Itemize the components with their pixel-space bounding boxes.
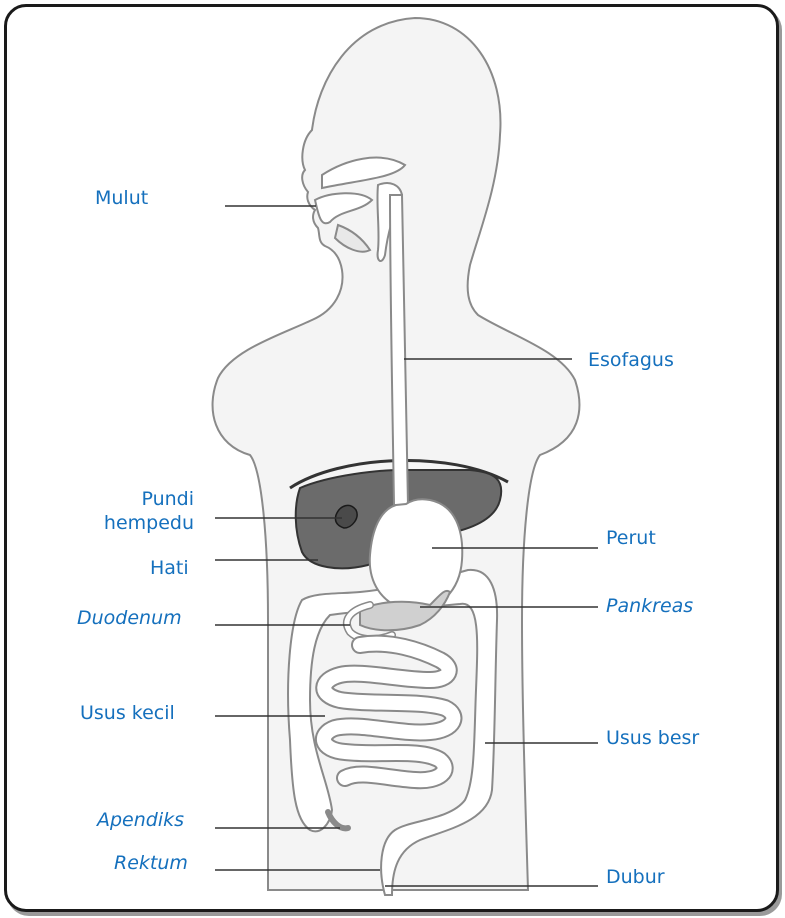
label-pundi-hempedu-line1: Pundi bbox=[80, 487, 194, 511]
label-dubur: Dubur bbox=[606, 865, 665, 889]
label-rektum: Rektum bbox=[114, 851, 188, 875]
label-mulut: Mulut bbox=[95, 186, 148, 210]
label-pundi-hempedu: Pundi hempedu bbox=[80, 487, 194, 535]
label-esofagus: Esofagus bbox=[588, 348, 674, 372]
label-apendiks: Apendiks bbox=[97, 808, 184, 832]
label-pankreas: Pankreas bbox=[606, 594, 693, 618]
label-usus-kecil: Usus kecil bbox=[80, 701, 175, 725]
label-duodenum: Duodenum bbox=[77, 606, 182, 630]
label-pundi-hempedu-line2: hempedu bbox=[80, 511, 194, 535]
label-usus-besr: Usus besr bbox=[606, 726, 699, 750]
label-hati: Hati bbox=[150, 556, 189, 580]
label-perut: Perut bbox=[606, 526, 656, 550]
